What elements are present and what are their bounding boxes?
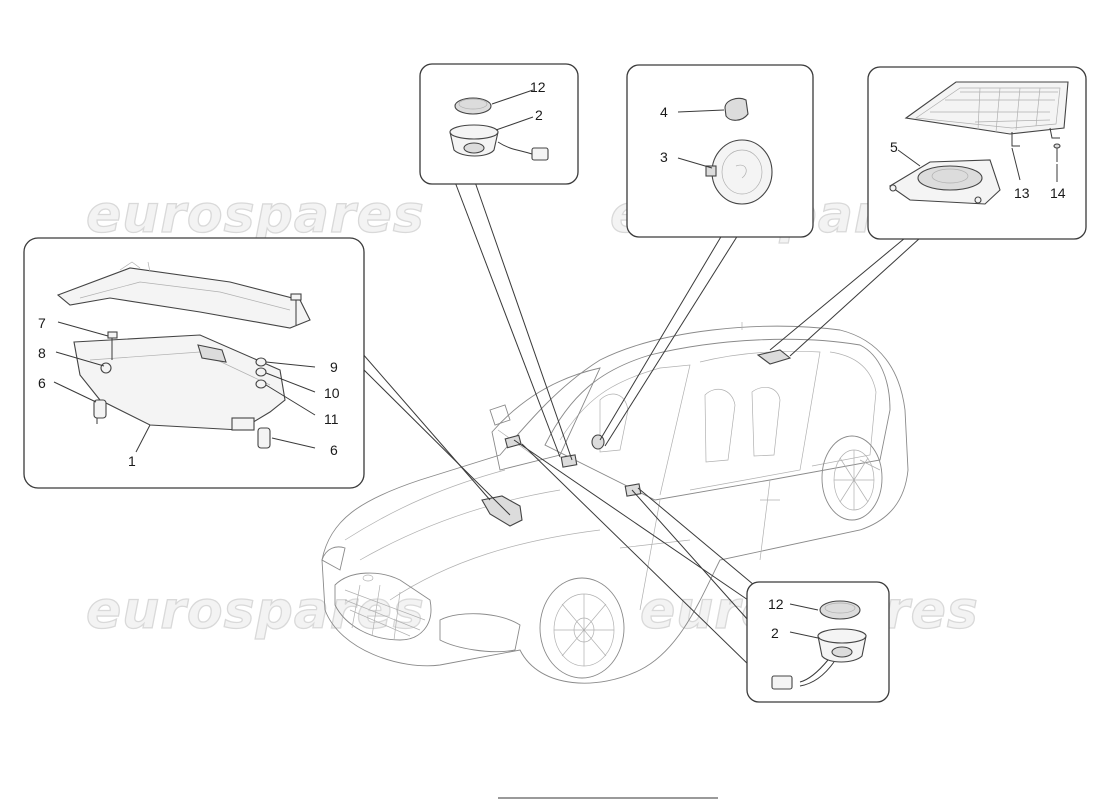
- watermark-text: eurospares: [86, 185, 425, 245]
- part-number-label: 9: [330, 359, 338, 375]
- part-number-label: 7: [38, 315, 46, 331]
- callout-box: [419, 63, 579, 185]
- part-number-label: 8: [38, 345, 46, 361]
- watermark-text: eurospares: [86, 581, 425, 641]
- part-number-label: 12: [768, 596, 784, 612]
- part-number-label: 12: [530, 79, 546, 95]
- part-number-label: 4: [660, 104, 668, 120]
- part-number-label: 1: [128, 453, 136, 469]
- car-illustration: [321, 322, 909, 684]
- callout-door-speaker: 12 2: [746, 581, 890, 703]
- callout-pillar-speaker: 4 3: [626, 64, 814, 238]
- callout-rear-shelf-speaker: 5 13 14: [867, 66, 1087, 240]
- leader-lines: [354, 181, 921, 671]
- callout-front-amplifier: 7 8 6 1 9 10 11 6: [23, 237, 365, 489]
- part-number-label: 2: [535, 107, 543, 123]
- part-number-label: 13: [1014, 185, 1030, 201]
- part-number-label: 6: [38, 375, 46, 391]
- part-number-label: 10: [324, 385, 340, 401]
- watermark-text: eurospares: [86, 581, 425, 641]
- callout-dash-speaker: 12 2: [419, 63, 579, 185]
- part-number-label: 3: [660, 149, 668, 165]
- part-number-label: 14: [1050, 185, 1066, 201]
- part-number-label: 2: [771, 625, 779, 641]
- part-number-label: 6: [330, 442, 338, 458]
- part-number-label: 5: [890, 139, 898, 155]
- part-number-label: 11: [324, 411, 339, 427]
- watermark-text: eurospares: [86, 185, 425, 245]
